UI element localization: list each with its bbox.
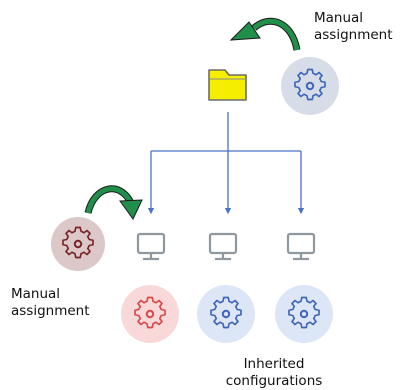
label-line: Manual	[314, 10, 364, 26]
monitor-icon	[208, 232, 238, 261]
blue-gear-icon	[197, 285, 255, 343]
left-gear-icon	[51, 217, 105, 271]
label-line: Inherited	[243, 356, 305, 372]
label-line: configurations	[225, 373, 323, 389]
connector-lines	[147, 112, 305, 215]
curved-arrow-icon	[229, 17, 301, 51]
red-gear-icon	[121, 285, 179, 343]
top-manual-assignment-label: Manual assignment	[314, 10, 393, 44]
label-line: assignment	[11, 303, 90, 319]
left-manual-assignment-label: Manual assignment	[11, 286, 90, 320]
blue-gear-icon	[275, 285, 333, 343]
curved-arrow-icon	[84, 185, 143, 220]
label-line: assignment	[314, 27, 393, 43]
top-gear-icon	[281, 57, 339, 115]
label-line: Manual	[11, 286, 61, 302]
monitor-icon	[286, 232, 316, 261]
monitor-icon	[136, 232, 166, 261]
folder-icon	[208, 69, 247, 101]
inherited-configurations-label: Inherited configurations	[212, 356, 336, 390]
